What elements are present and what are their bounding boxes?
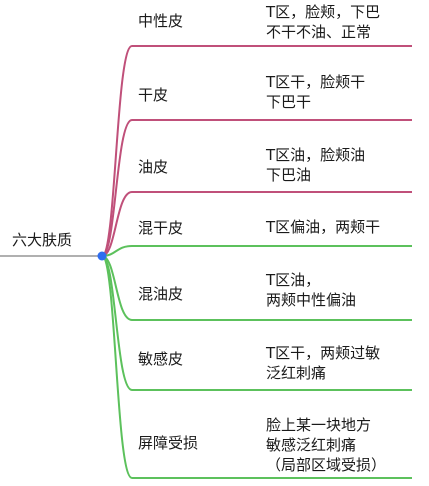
leaf-text-line: T区干，两颊过敏 (266, 344, 381, 362)
leaf-text-line: 泛红刺痛 (266, 364, 327, 382)
branch-connector (101, 191, 412, 257)
leaf-text-line: T区油，脸颊油 (266, 146, 366, 164)
root-label: 六大肤质 (12, 231, 73, 249)
branch-connector (101, 255, 412, 479)
leaf-text-line: 两颊中性偏油 (266, 291, 357, 309)
leaf-text-line: 敏感泛红刺痛 (266, 436, 357, 454)
branch-label: 中性皮 (138, 12, 184, 30)
leaf-text-line: （局部区域受损） (266, 456, 387, 474)
branch-connector (101, 255, 412, 391)
branch-connector (101, 255, 412, 321)
branch-label: 敏感皮 (138, 350, 184, 368)
branch-label: 干皮 (138, 86, 169, 104)
hub-node (97, 251, 107, 261)
branch-connector (101, 119, 412, 257)
branch-label: 屏障受损 (138, 434, 199, 452)
branch-label: 油皮 (138, 158, 169, 176)
branch-connector (101, 45, 412, 257)
leaf-text-line: T区干，脸颊干 (266, 73, 366, 91)
leaf-text-line: 不干不油、正常 (266, 23, 372, 41)
branch-label: 混油皮 (138, 285, 184, 303)
branch-connector (101, 245, 412, 257)
leaf-text-line: T区油， (266, 271, 321, 289)
branch-label: 混干皮 (138, 219, 184, 237)
leaf-text-line: 下巴干 (266, 93, 312, 111)
leaf-text-line: 下巴油 (266, 166, 312, 184)
leaf-text-line: T区偏油，两颊干 (266, 218, 381, 236)
leaf-text-line: T区，脸颊，下巴 (266, 3, 381, 21)
leaf-text-line: 脸上某一块地方 (266, 416, 372, 434)
